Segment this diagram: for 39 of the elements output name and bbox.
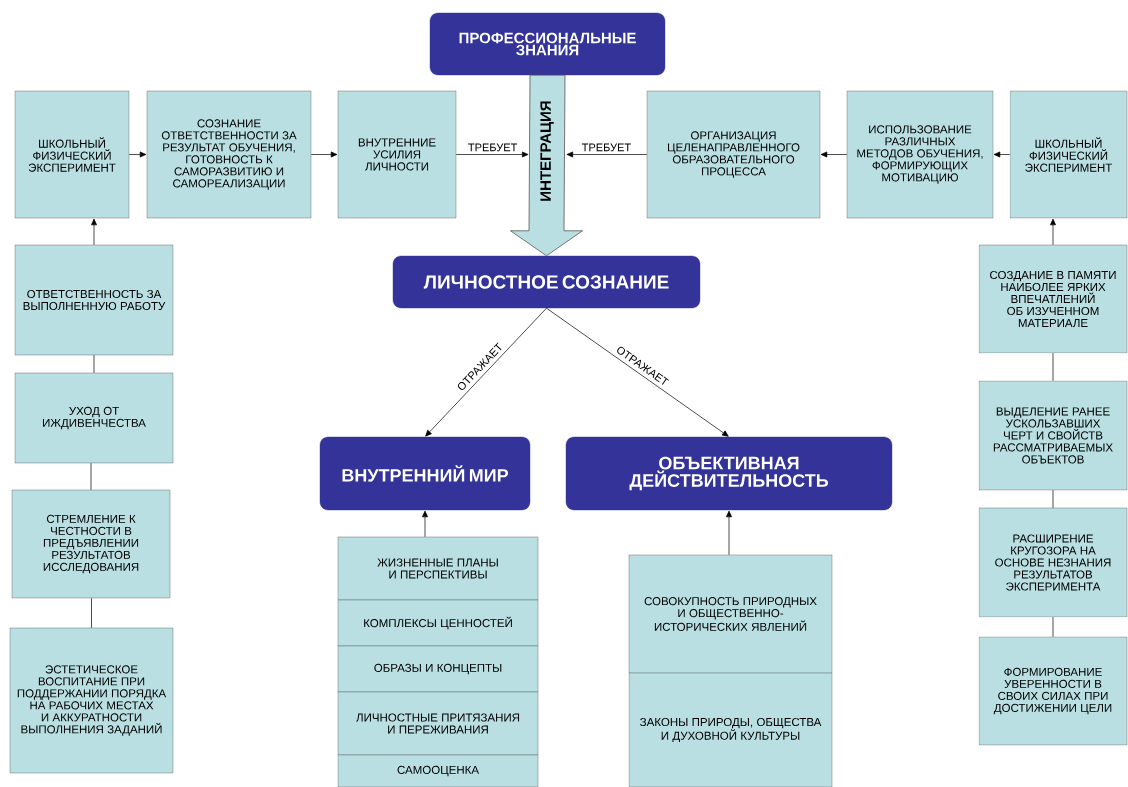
process-box: ЭСТЕТИЧЕСКОЕ ВОСПИТАНИЕ ПРИ ПОДДЕРЖАНИИ ПОРЯДКА НА РАБОЧИХ МЕСТАХ И АККУРАТНОСТИ ВЫПОЛНЕНИЯ ЗАДАНИЙ: [9, 627, 174, 774]
table-cell: ЖИЗНЕННЫЕ ПЛАНЫ И ПЕРСПЕКТИВЫ: [337, 536, 539, 601]
process-box: ШКОЛЬНЫЙ ФИЗИЧЕСКИЙ ЭКСПЕРИМЕНТ: [14, 90, 130, 219]
table-cell: САМООЦЕНКА: [337, 754, 539, 787]
process-box: ИСПОЛЬЗОВАНИЕ РАЗЛИЧНЫХ МЕТОДОВ ОБУЧЕНИЯ, ФОРМИРУЮЩИХ МОТИВАЦИЮ: [846, 90, 994, 219]
process-box: ОРГАНИЗАЦИЯ ЦЕЛЕНАПРАВЛЕННОГО ОБРАЗОВАТЕЛЬНОГО ПРОЦЕССА: [646, 90, 821, 219]
arrow: [820, 151, 848, 158]
table-cell: ЗАКОНЫ ПРИРОДЫ, ОБЩЕСТВА И ДУХОВНОЙ КУЛЬТУРЫ: [628, 672, 833, 787]
arrow: [91, 218, 97, 246]
arrow: [422, 510, 428, 538]
title-box: ОБЪЕКТИВНАЯ ДЕЙСТВИТЕЛЬНОСТЬ: [565, 436, 893, 511]
arrow: [993, 151, 1011, 158]
arrow: [455, 151, 529, 158]
process-box: ФОРМИРОВАНИЕ УВЕРЕННОСТИ В СВОИХ СИЛАХ ПРИ ДОСТИЖЕНИИ ЦЕЛИ: [978, 636, 1128, 746]
title-box: ВНУТРЕННИЙ МИР: [319, 436, 531, 511]
process-box: УХОД ОТ ИЖДИВЕНЧЕСТВА: [14, 372, 174, 464]
process-box: ВНУТРЕННИЕ УСИЛИЯ ЛИЧНОСТИ: [337, 90, 457, 219]
process-box: СОЗНАНИЕ ОТВЕТСТВЕННОСТИ ЗА РЕЗУЛЬТАТ ОБУЧЕНИЯ, ГОТОВНОСТЬ К САМОРАЗВИТИЮ И САМОРЕАЛИЗАЦИИ: [146, 90, 312, 219]
edge-label: ТРЕБУЕТ: [581, 143, 631, 152]
arrow: [546, 307, 729, 437]
arrow: [310, 151, 338, 158]
process-box: ШКОЛЬНЫЙ ФИЗИЧЕСКИЙ ЭКСПЕРИМЕНТ: [1009, 90, 1128, 219]
edge-label: ИНТЕГРАЦИЯ: [540, 101, 554, 201]
edge-label: ТРЕБУЕТ: [468, 143, 518, 152]
process-box: ОТВЕТСТВЕННОСТЬ ЗА ВЫПОЛНЕННУЮ РАБОТУ: [14, 244, 174, 356]
arrow: [425, 307, 547, 437]
table-cell: СОВОКУПНОСТЬ ПРИРОДНЫХ И ОБЩЕСТВЕННО-ИСТОРИЧЕСКИХ ЯВЛЕНИЙ: [628, 554, 833, 674]
process-box: СОЗДАНИЕ В ПАМЯТИ НАИБОЛЕЕ ЯРКИХ ВПЕЧАТЛЕНИЙ ОБ ИЗУЧЕННОМ МАТЕРИАЛЕ: [978, 244, 1128, 354]
arrow: [1050, 218, 1056, 246]
arrow: [566, 151, 648, 158]
title-box: ПРОФЕССИОНАЛЬНЫЕ ЗНАНИЯ: [429, 12, 666, 76]
table-cell: ОБРАЗЫ И КОНЦЕПТЫ: [337, 645, 539, 693]
table-cell: КОМПЛЕКСЫ ЦЕННОСТЕЙ: [337, 599, 539, 647]
process-box: ВЫДЕЛЕНИЕ РАНЕЕ УСКОЛЬЗАВШИХ ЧЕРТ И СВОЙСТВ РАССМАТРИВАЕМЫХ ОБЪЕКТОВ: [978, 380, 1128, 491]
arrow: [726, 510, 732, 556]
arrow: [128, 151, 147, 158]
process-box: СТРЕМЛЕНИЕ К ЧЕСТНОСТИ В ПРЕДЪЯВЛЕНИИ РЕЗУЛЬТАТОВ ИССЛЕДОВАНИЯ: [11, 489, 171, 599]
process-box: РАСШИРЕНИЕ КРУГОЗОРА НА ОСНОВЕ НЕЗНАНИЯ РЕЗУЛЬТАТОВ ЭКСПЕРИМЕНТА: [978, 507, 1128, 618]
title-box: ЛИЧНОСТНОЕ СОЗНАНИЕ: [392, 255, 701, 309]
